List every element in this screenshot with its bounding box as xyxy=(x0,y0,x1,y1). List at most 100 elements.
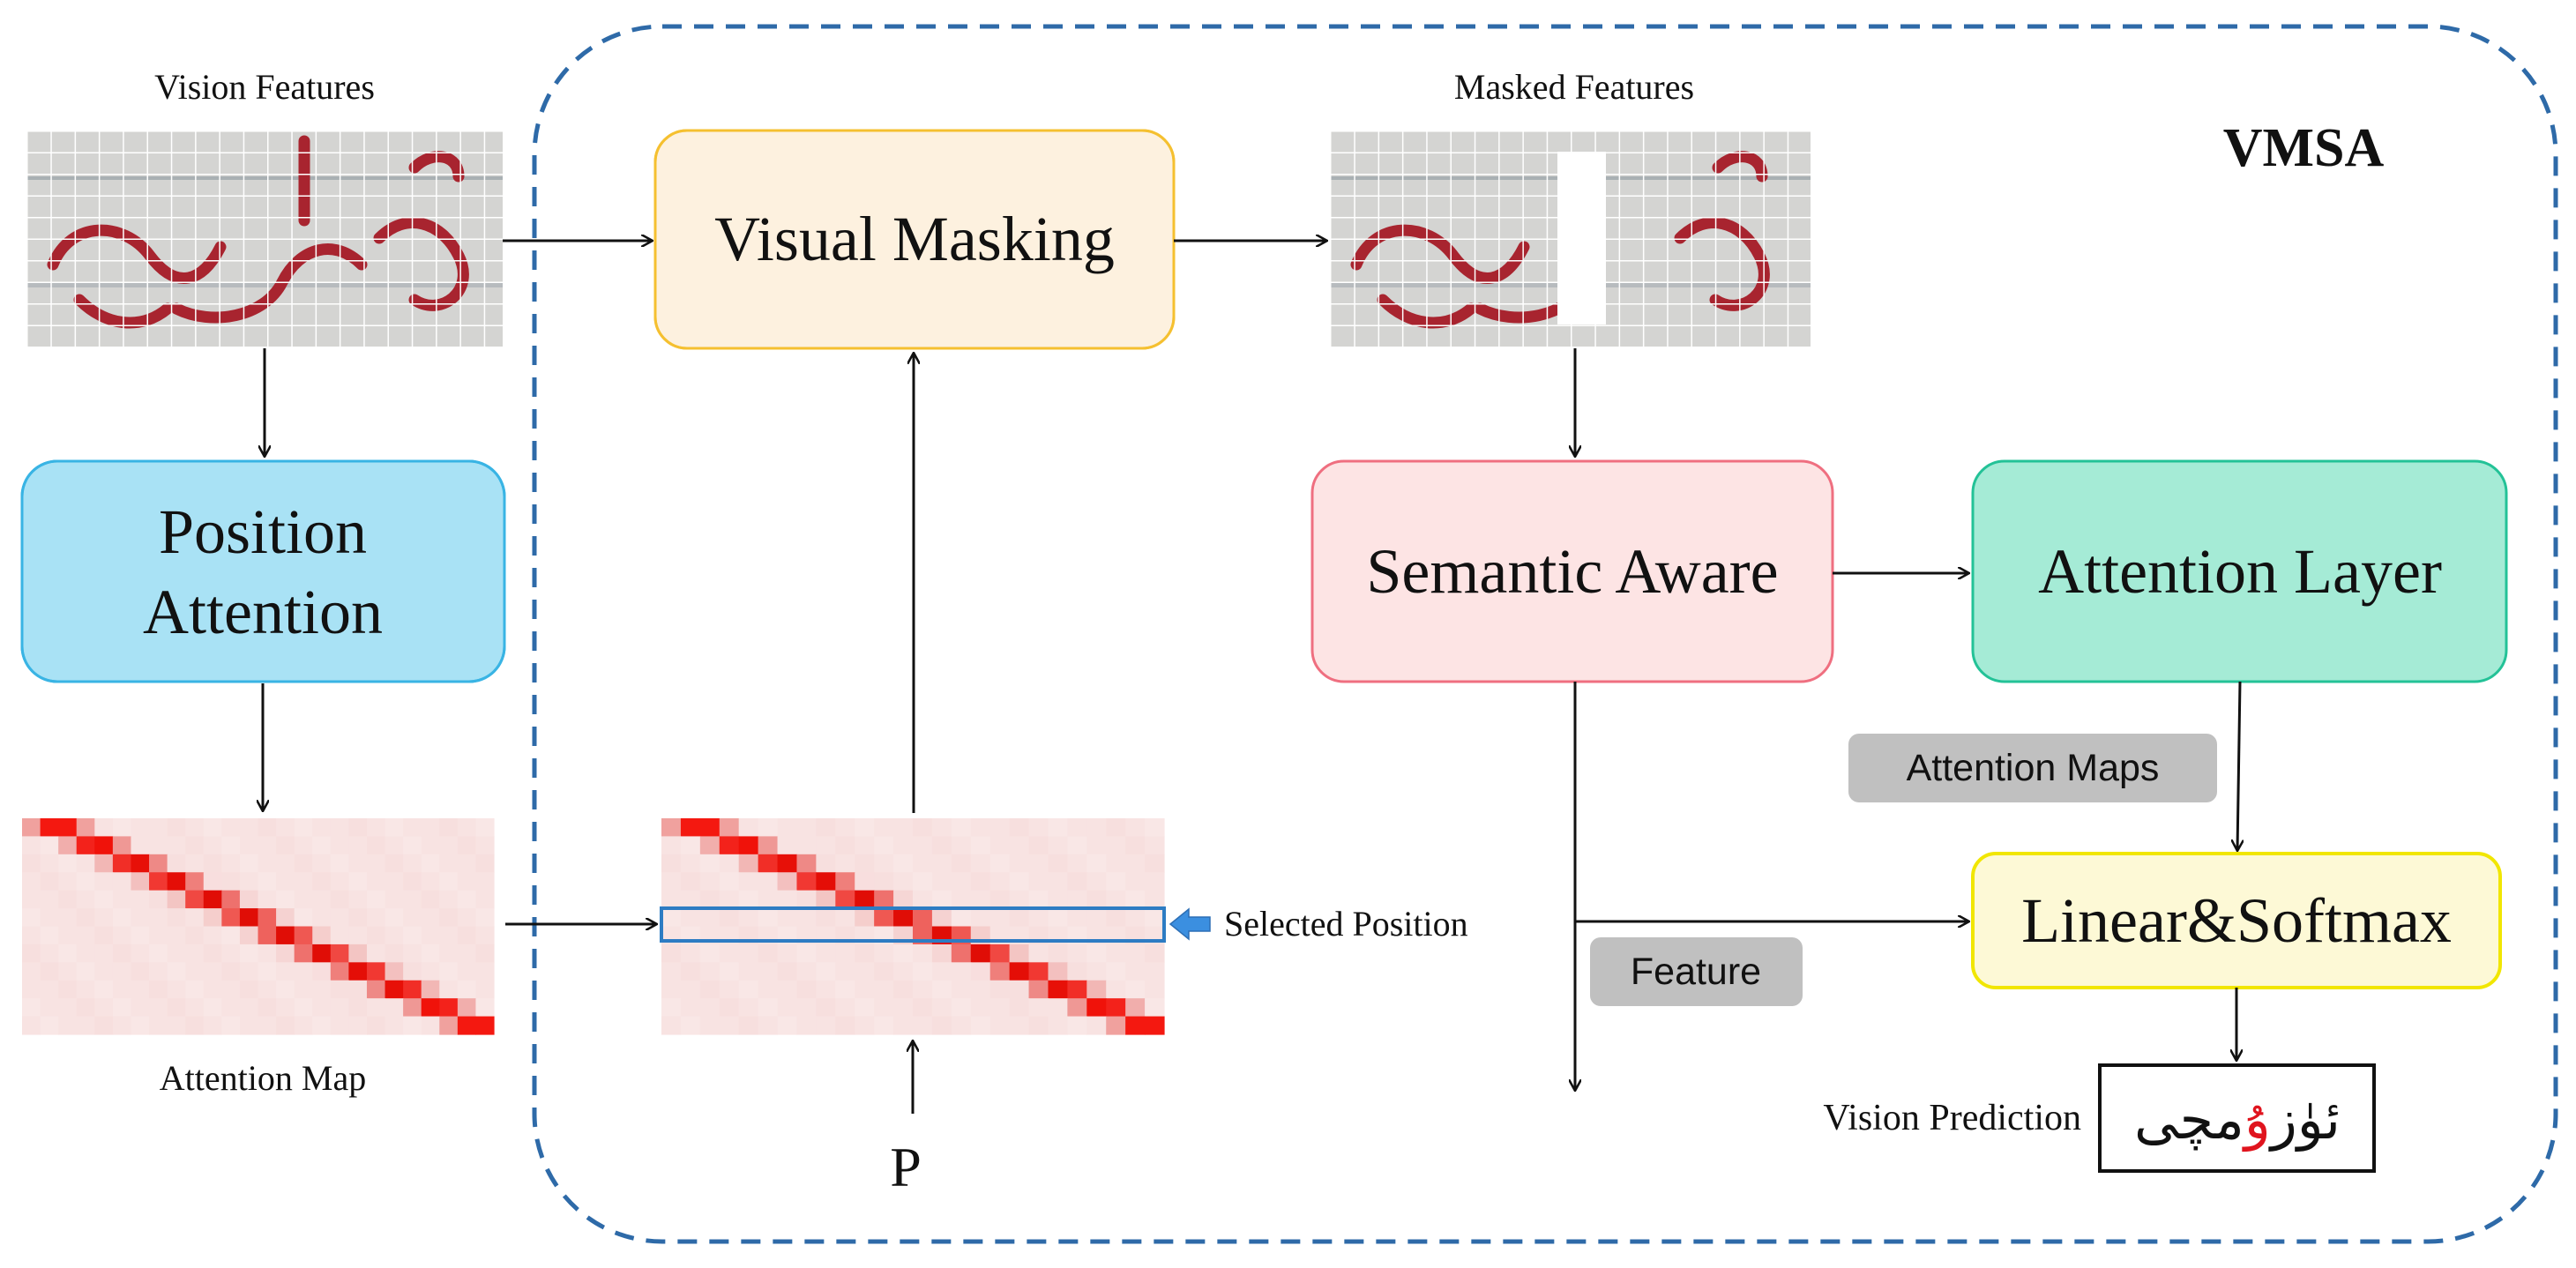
heatmap-cell xyxy=(330,998,349,1018)
prediction-part1: ئۈز xyxy=(2268,1090,2341,1152)
heatmap-cell xyxy=(719,962,740,981)
heatmap-cell xyxy=(203,980,222,999)
heatmap-cell xyxy=(94,836,114,855)
heatmap-cell xyxy=(874,836,894,855)
heatmap-cell xyxy=(951,962,972,981)
heatmap-cell xyxy=(989,836,1011,855)
heatmap-cell xyxy=(258,944,277,963)
heatmap-cell xyxy=(931,1016,952,1035)
heatmap-cell xyxy=(970,998,991,1018)
heatmap-cell xyxy=(457,944,477,963)
heatmap-cell xyxy=(58,836,78,855)
heatmap-cell xyxy=(661,854,682,873)
heatmap-cell xyxy=(835,980,855,999)
heatmap-cell xyxy=(258,872,277,891)
heatmap-cell xyxy=(699,818,721,838)
heatmap-cell xyxy=(76,872,95,891)
heatmap-cell xyxy=(312,980,332,999)
heatmap-cell xyxy=(22,980,41,999)
heatmap-cell xyxy=(661,1016,682,1035)
heatmap-cell xyxy=(1106,854,1126,873)
heatmap-cell xyxy=(167,980,186,999)
prediction-part2: ۇ xyxy=(2242,1090,2271,1152)
heatmap-cell xyxy=(1086,944,1107,963)
heatmap-cell xyxy=(661,944,682,963)
heatmap-cell xyxy=(475,854,495,873)
heatmap-cell xyxy=(185,962,205,981)
heatmap-cell xyxy=(258,836,277,855)
heatmap-cell xyxy=(149,998,168,1018)
heatmap-cell xyxy=(835,944,855,963)
heatmap-cell xyxy=(680,962,701,981)
heatmap-cell xyxy=(913,1016,933,1035)
heatmap-cell xyxy=(796,980,817,999)
heatmap-cell xyxy=(1009,1016,1030,1035)
heatmap-cell xyxy=(1125,890,1146,909)
heatmap-cell xyxy=(439,962,459,981)
heatmap-cell xyxy=(855,872,875,891)
heatmap-cell xyxy=(403,962,422,981)
heatmap-cell xyxy=(951,818,972,838)
heatmap-cell xyxy=(855,890,875,909)
heatmap-cell xyxy=(76,944,95,963)
heatmap-cell xyxy=(719,1016,740,1035)
heatmap-cell xyxy=(112,944,132,963)
heatmap-cell xyxy=(777,854,798,873)
heatmap-cell xyxy=(149,818,168,838)
heatmap-cell xyxy=(439,980,459,999)
heatmap-cell xyxy=(1067,1016,1087,1035)
heatmap-cell xyxy=(76,908,95,928)
heatmap-cell xyxy=(816,962,836,981)
heatmap-cell xyxy=(203,854,222,873)
heatmap-cell xyxy=(94,818,114,838)
heatmap-cell xyxy=(421,1016,440,1035)
heatmap-cell xyxy=(312,962,332,981)
heatmap-cell xyxy=(185,926,205,945)
linear-softmax-label: Linear&Softmax xyxy=(2021,885,2452,956)
heatmap-cell xyxy=(777,890,798,909)
heatmap-cell xyxy=(403,926,422,945)
heatmap-cell xyxy=(330,872,349,891)
heatmap-cell xyxy=(294,944,313,963)
heatmap-cell xyxy=(855,998,875,1018)
heatmap-cell xyxy=(893,962,914,981)
heatmap-cell xyxy=(239,998,259,1018)
heatmap-cell xyxy=(76,836,95,855)
heatmap-cell xyxy=(439,926,459,945)
heatmap-cell xyxy=(76,1016,95,1035)
heatmap-cell xyxy=(94,998,114,1018)
heatmap-cell xyxy=(1125,836,1146,855)
heatmap-cell xyxy=(1086,854,1107,873)
attention-map-selected xyxy=(661,818,1165,1035)
heatmap-cell xyxy=(294,980,313,999)
heatmap-cell xyxy=(131,854,150,873)
heatmap-cell xyxy=(970,1016,991,1035)
heatmap-cell xyxy=(758,962,779,981)
heatmap-cell xyxy=(699,890,721,909)
heatmap-cell xyxy=(874,980,894,999)
heatmap-cell xyxy=(221,872,241,891)
heatmap-cell xyxy=(167,962,186,981)
heatmap-cell xyxy=(112,980,132,999)
heatmap-cell xyxy=(816,998,836,1018)
heatmap-cell xyxy=(475,818,495,838)
heatmap-cell xyxy=(40,944,59,963)
heatmap-cell xyxy=(385,890,404,909)
heatmap-cell xyxy=(131,908,150,928)
heatmap-cell xyxy=(1028,908,1049,928)
heatmap-cell xyxy=(149,908,168,928)
heatmap-cell xyxy=(239,872,259,891)
heatmap-cell xyxy=(893,980,914,999)
heatmap-cell xyxy=(312,836,332,855)
heatmap-cell xyxy=(1125,1016,1146,1035)
heatmap-cell xyxy=(239,854,259,873)
masked-features-image xyxy=(1330,131,1811,347)
heatmap-cell xyxy=(58,818,78,838)
heatmap-cell xyxy=(661,872,682,891)
heatmap-cell xyxy=(348,944,368,963)
heatmap-cell xyxy=(1106,908,1126,928)
heatmap-cell xyxy=(439,908,459,928)
heatmap-cell xyxy=(680,890,701,909)
heatmap-cell xyxy=(330,980,349,999)
heatmap-cell xyxy=(421,890,440,909)
